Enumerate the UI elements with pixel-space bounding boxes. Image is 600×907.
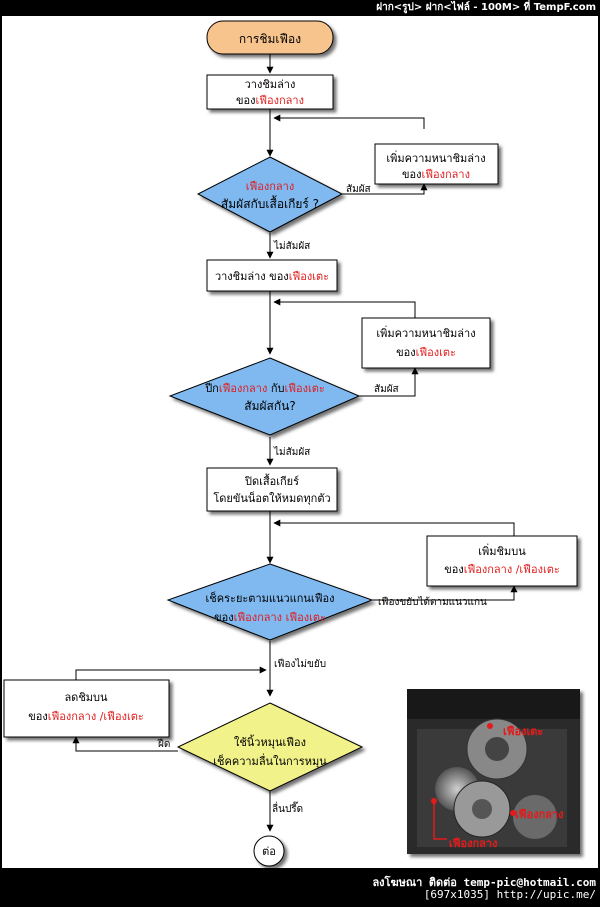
reduceupper-line2: ของเฟืองกลาง /เฟืองเตะ — [28, 710, 144, 723]
addupper-line2: ของเฟืองกลาง /เฟืองเตะ — [444, 563, 560, 576]
photo-label-kick-gear: เฟืองเตะ — [503, 725, 543, 738]
footer-contact: ลงโฆษณา ติดต่อ temp-pic@hotmail.com — [372, 876, 596, 889]
decision4-bad-label: ฝืด — [157, 738, 171, 750]
decision3-no-label: เฟืองไม่ขยับ — [274, 658, 326, 670]
end-node: ต่อ — [253, 835, 285, 867]
step-close-gearbox: ปิดเสื้อเกียร์ โดยขันน็อตให้หมดทุกตัว — [206, 467, 338, 512]
decision1-line1: เฟืองกลาง — [246, 180, 294, 193]
decision2-line1: ปีกเฟืองกลาง กับเฟืองเตะ — [204, 382, 325, 395]
step1-line2: ของเฟืองกลาง — [236, 94, 304, 107]
decision4-line1: ใช้นิ้วหมุนเฟือง — [234, 734, 306, 749]
photo-label-middle-gear-2: เฟืองกลาง — [449, 837, 497, 850]
decision3-line1: เช็คระยะตามแนวแกนเฟือง — [206, 591, 335, 605]
gearbox-photo: เฟืองเตะ เฟืองกลาง เฟืองกลาง — [407, 689, 580, 854]
addlower1-line2: ของเฟืองกลาง — [402, 168, 470, 181]
addupper-line1: เพิ่มชิมบน — [478, 543, 526, 558]
decision-middle-gear-touch-case: เฟืองกลาง สัมผัสกับเสื้อเกียร์ ? — [196, 156, 344, 233]
start-node: การชิมเฟือง — [206, 20, 334, 55]
step-reduce-upper-shim: ลดชิมบน ของเฟืองกลาง /เฟืองเตะ — [3, 679, 170, 738]
decision2-line2: สัมผัสกัน? — [244, 399, 295, 413]
decision1-no-label: ไม่สัมผัส — [273, 240, 310, 252]
decision4-line2: เช็คความลื่นในการหมุน — [213, 753, 327, 768]
footer-link[interactable]: [697x1035] http://upic.me/ — [423, 888, 596, 901]
addlower1-line1: เพิ่มความหนาชิมล่าง — [386, 150, 485, 165]
step-place-lower-shim-middle-gear: วางชิมล่าง ของเฟืองกลาง — [206, 74, 334, 110]
step2-label: วางชิมล่าง ของเฟืองเตะ — [215, 270, 329, 283]
decision1-yes-label: สัมผัส — [346, 184, 371, 195]
top-banner-text: ฝาก<รูป> ฝาก<ไฟล์ - 100M> ที่ TempF.com — [376, 2, 596, 13]
top-banner: ฝาก<รูป> ฝาก<ไฟล์ - 100M> ที่ TempF.com — [0, 0, 600, 16]
step3-line2: โดยขันน็อตให้หมดทุกตัว — [213, 491, 330, 505]
decision1-line2: สัมผัสกับเสื้อเกียร์ ? — [221, 195, 319, 211]
addlower2-line2: ของเฟืองเตะ — [396, 346, 456, 359]
connectors — [72, 53, 518, 832]
decision-check-axial-play: เช็คระยะตามแนวแกนเฟือง ของเฟืองกลาง เฟือ… — [166, 563, 374, 641]
step1-line1: วางชิมล่าง — [245, 78, 296, 91]
step-add-lower-shim-kick-gear: เพิ่มความหนาชิมล่าง ของเฟืองเตะ — [361, 317, 491, 369]
addlower2-line1: เพิ่มความหนาชิมล่าง — [376, 325, 475, 340]
flowchart-svg: การชิมเฟือง วางชิมล่าง ของเฟืองกลาง เพิ่… — [3, 20, 580, 867]
end-label: ต่อ — [262, 845, 276, 858]
start-label: การชิมเฟือง — [239, 32, 301, 46]
decision3-line2: ของเฟืองกลาง เฟืองเตะ — [214, 611, 326, 624]
decision3-yes-label: เฟืองขยับได้ตามแนวแกน — [378, 596, 487, 608]
step3-line1: ปิดเสื้อเกียร์ — [244, 473, 299, 488]
photo-label-middle-gear: เฟืองกลาง — [515, 808, 563, 821]
decision-spin-gear-smoothness: ใช้นิ้วหมุนเฟือง เช็คความลื่นในการหมุน — [176, 702, 364, 792]
footer-banner: ลงโฆษณา ติดต่อ temp-pic@hotmail.com [697… — [0, 868, 600, 907]
decision4-ok-label: ลื่นปรี๊ด — [272, 801, 303, 815]
decision2-yes-label: สัมผัส — [374, 384, 399, 395]
step-place-lower-shim-kick-gear: วางชิมล่าง ของเฟืองเตะ — [206, 259, 338, 292]
step-add-lower-shim-middle-gear: เพิ่มความหนาชิมล่าง ของเฟืองกลาง — [374, 143, 499, 185]
decision2-no-label: ไม่สัมผัส — [273, 446, 310, 458]
flowchart-canvas: การชิมเฟือง วางชิมล่าง ของเฟืองกลาง เพิ่… — [2, 16, 598, 868]
decision-gears-touch-each-other: ปีกเฟืองกลาง กับเฟืองเตะ สัมผัสกัน? — [168, 357, 361, 436]
step-add-upper-shim: เพิ่มชิมบน ของเฟืองกลาง /เฟืองเตะ — [426, 535, 578, 587]
reduceupper-line1: ลดชิมบน — [64, 691, 108, 704]
